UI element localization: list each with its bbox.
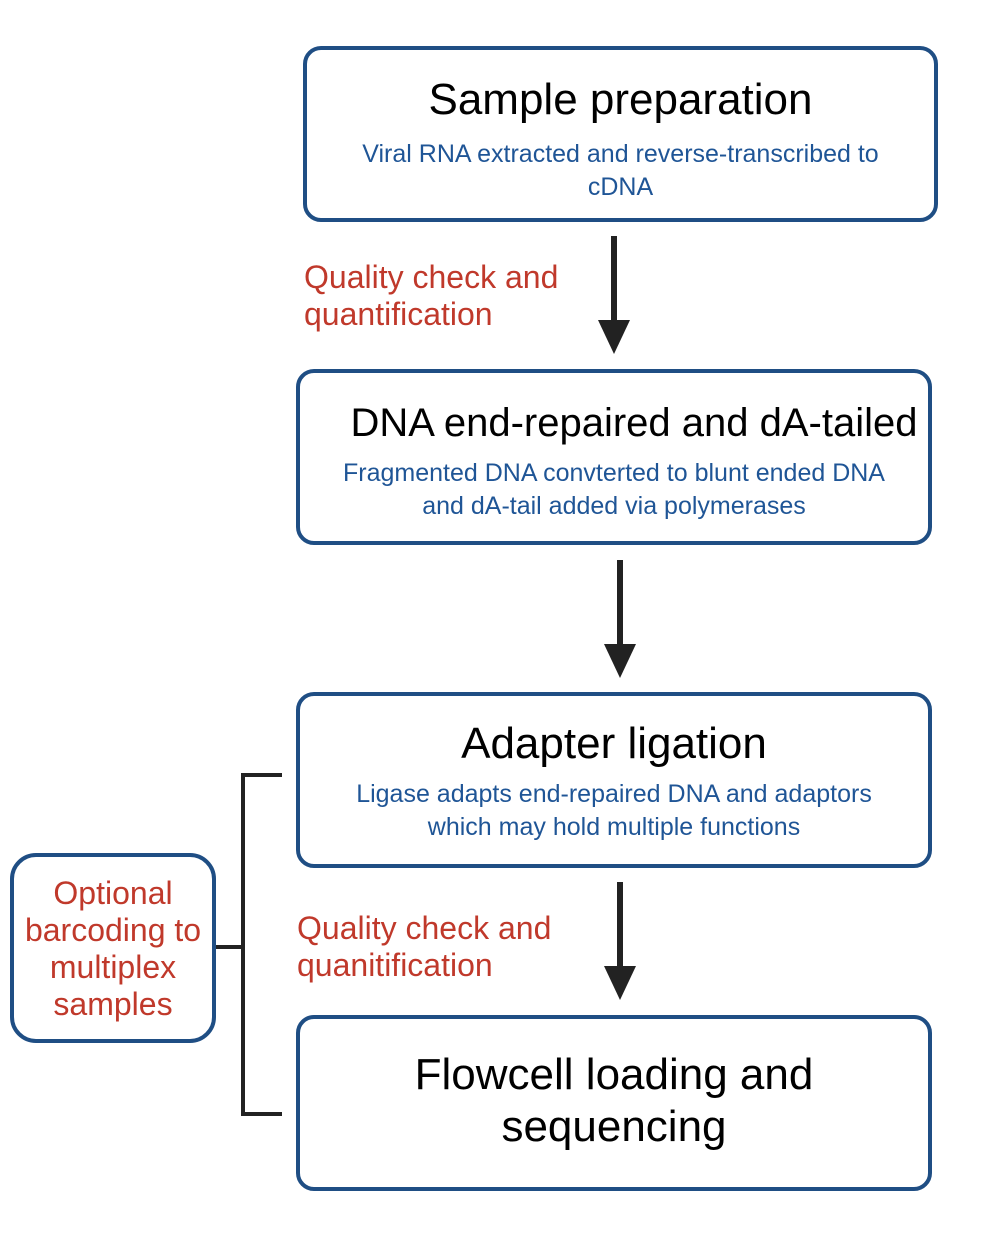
step-flowcell-loading: Flowcell loading and sequencing <box>296 1015 932 1191</box>
arrow-down-icon <box>604 882 636 1000</box>
step-title: DNA end-repaired and dA-tailed <box>350 401 918 445</box>
step-description: Fragmented DNA convterted to blunt ended… <box>343 459 885 520</box>
step-description: Viral RNA extracted and reverse-transcri… <box>362 140 879 201</box>
step-description: Ligase adapts end-repaired DNA and adapt… <box>356 780 872 841</box>
arrow-down-icon <box>598 236 630 354</box>
step-title: Flowcell loading and sequencing <box>414 1050 814 1151</box>
note-quality-check: Quality check and quantification <box>304 259 559 332</box>
step-end-repair: DNA end-repaired and dA-tailed Fragmente… <box>296 369 932 545</box>
note-quality-check: Quality check and quanitification <box>297 910 552 983</box>
arrow-down-icon <box>604 560 636 678</box>
step-sample-preparation: Sample preparation Viral RNA extracted a… <box>303 46 938 222</box>
optional-barcoding-note: Optional barcoding to multiplex samples <box>10 853 216 1043</box>
step-title: Adapter ligation <box>461 719 767 768</box>
step-title: Sample preparation <box>428 75 813 124</box>
step-adapter-ligation: Adapter ligation Ligase adapts end-repai… <box>296 692 932 868</box>
